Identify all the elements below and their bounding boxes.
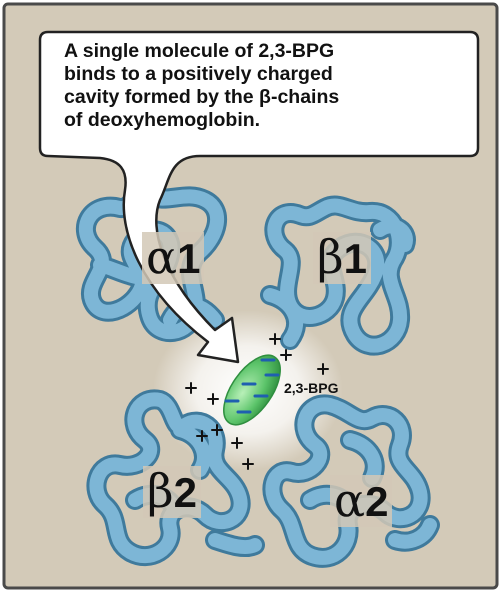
beta2-subunit xyxy=(86,389,265,567)
subunit-index: 2 xyxy=(173,469,197,516)
bpg-label: 2,3-BPG xyxy=(284,380,339,396)
positive-charge xyxy=(280,349,292,361)
greek-letter: β xyxy=(317,230,344,284)
callout-line: of deoxyhemoglobin. xyxy=(64,109,261,131)
subunit-index: 1 xyxy=(177,235,201,282)
positive-charge xyxy=(231,437,243,449)
greek-letter: α xyxy=(146,230,178,284)
greek-letter: α xyxy=(334,473,366,527)
callout-text: A single molecule of 2,3-BPG binds to a … xyxy=(64,40,454,132)
positive-charge xyxy=(185,382,197,394)
subunit-index: 1 xyxy=(343,235,367,282)
positive-charge xyxy=(269,333,281,345)
positive-charge xyxy=(211,424,223,436)
alpha1-label: α1 xyxy=(142,230,205,284)
positive-charge xyxy=(317,363,329,375)
bpg-molecule xyxy=(223,354,281,426)
positive-charge xyxy=(242,458,254,470)
positive-charge xyxy=(207,393,219,405)
beta1-subunit xyxy=(260,195,416,356)
beta2-label: β2 xyxy=(143,466,201,518)
positive-charges xyxy=(185,333,329,470)
negative-charges xyxy=(224,358,280,414)
alpha2-label: α2 xyxy=(330,473,393,527)
positive-charge xyxy=(196,430,208,442)
callout-line: binds to a positively charged xyxy=(64,63,333,85)
callout-line: cavity formed by the β-chains xyxy=(64,86,340,108)
beta1-label: β1 xyxy=(313,232,371,284)
subunit-index: 2 xyxy=(365,478,389,525)
callout-line: A single molecule of 2,3-BPG xyxy=(64,40,335,62)
greek-letter: β xyxy=(147,464,174,518)
